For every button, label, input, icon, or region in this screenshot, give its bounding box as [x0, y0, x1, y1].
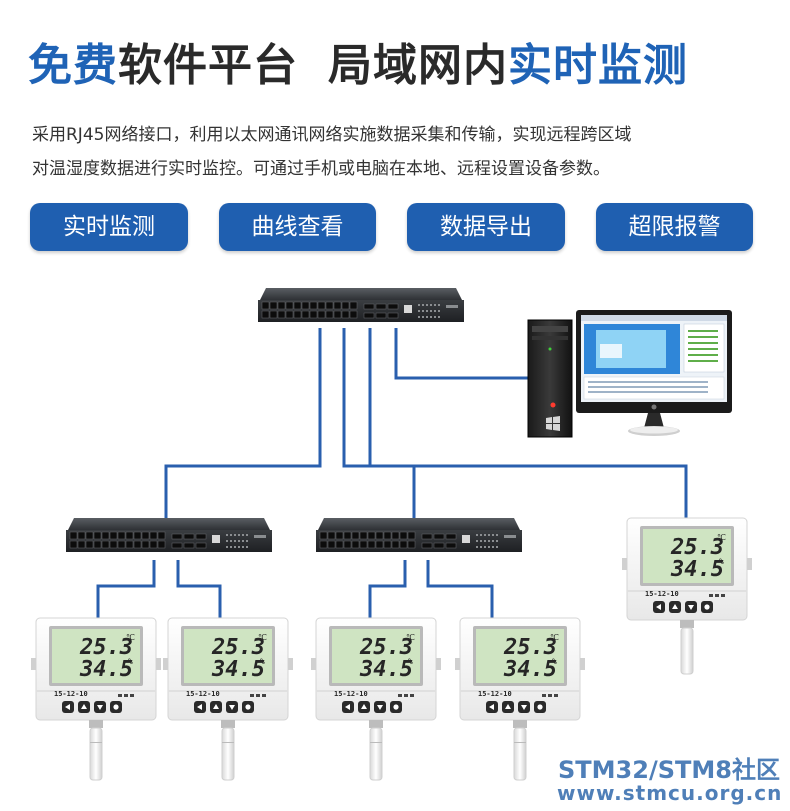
- network-switch-middle: [315, 517, 523, 553]
- sensor-1-temperature-unit: ℃: [126, 633, 135, 642]
- sensor-5-humidity-unit: %: [719, 557, 724, 566]
- sensor-3-humidity-unit: %: [408, 657, 413, 666]
- description-line-1: 采用RJ45网络接口，利用以太网通讯网络实施数据采集和传输，实现远程跨区域: [32, 125, 632, 145]
- sensor-1-humidity-reading: 34.5: [79, 657, 133, 682]
- headline-part-lan: 局域网内: [328, 40, 508, 91]
- cable-core-to-computer: [394, 328, 530, 380]
- sensor-3-temperature-unit: ℃: [406, 633, 415, 642]
- watermark-community: STM32/STM8社区: [558, 756, 780, 784]
- feature-data-export-button[interactable]: 数据导出: [407, 203, 565, 251]
- cable-switch-middle-to-sensor-4: [426, 560, 494, 618]
- sensor-2-humidity-reading: 34.5: [211, 657, 265, 682]
- sensor-5-date-reading: 15-12-10: [645, 590, 679, 598]
- sensor-3-date-reading: 15-12-10: [334, 690, 368, 698]
- computer: [527, 310, 732, 438]
- cable-switch-left-to-sensor-1: [96, 560, 156, 618]
- sensor-5-temperature-reading: 25.3: [670, 535, 724, 560]
- description: 采用RJ45网络接口，利用以太网通讯网络实施数据采集和传输，实现远程跨区域 对温…: [32, 118, 762, 186]
- sensor-5-temperature-unit: ℃: [717, 533, 726, 542]
- windows-logo-icon: [546, 416, 560, 431]
- feature-over-limit-alarm-button[interactable]: 超限报警: [596, 203, 753, 251]
- headline-part-monitor: 实时监测: [508, 40, 688, 91]
- sensor-4-temperature-reading: 25.3: [503, 635, 557, 660]
- cable-core-to-switch-middle: [342, 328, 416, 545]
- sensor-1-date-reading: 15-12-10: [54, 690, 88, 698]
- sensor-2-temperature-unit: ℃: [258, 633, 267, 642]
- sensor-2-date-reading: 15-12-10: [186, 690, 220, 698]
- headline-part-free: 免费: [28, 40, 118, 91]
- description-line-2: 对温湿度数据进行实时监控。可通过手机或电脑在本地、远程设置设备参数。: [32, 159, 610, 179]
- cable-core-to-switch-left: [164, 328, 322, 545]
- sensor-device-5: [621, 517, 753, 675]
- feature-realtime-monitor-button[interactable]: 实时监测: [30, 203, 188, 251]
- cable-core-to-sensor-right: [368, 328, 688, 522]
- sensor-2-temperature-reading: 25.3: [211, 635, 265, 660]
- sensor-4-humidity-unit: %: [552, 657, 557, 666]
- network-switch-left: [65, 517, 273, 553]
- sensor-4-temperature-unit: ℃: [550, 633, 559, 642]
- cable-switch-middle-to-sensor-3: [368, 560, 407, 618]
- headline: 免费软件平台局域网内实时监测: [28, 38, 768, 94]
- sensor-3-temperature-reading: 25.3: [359, 635, 413, 660]
- sensor-1-humidity-unit: %: [128, 657, 133, 666]
- cable-switch-left-to-sensor-2: [176, 560, 222, 618]
- sensor-4-humidity-reading: 34.5: [503, 657, 557, 682]
- sensor-5-humidity-reading: 34.5: [670, 557, 724, 582]
- feature-curve-view-button[interactable]: 曲线查看: [219, 203, 376, 251]
- sensor-3-humidity-reading: 34.5: [359, 657, 413, 682]
- watermark-url: www.stmcu.org.cn: [557, 781, 783, 805]
- core-network-switch: [257, 287, 465, 323]
- network-cables: [96, 328, 688, 618]
- sensor-readouts: 25.3℃34.5%15-12-1025.3℃34.5%15-12-1025.3…: [54, 533, 726, 698]
- sensor-2-humidity-unit: %: [260, 657, 265, 666]
- sensor-4-date-reading: 15-12-10: [478, 690, 512, 698]
- headline-part-software: 软件平台: [118, 40, 298, 91]
- sensor-1-temperature-reading: 25.3: [79, 635, 133, 660]
